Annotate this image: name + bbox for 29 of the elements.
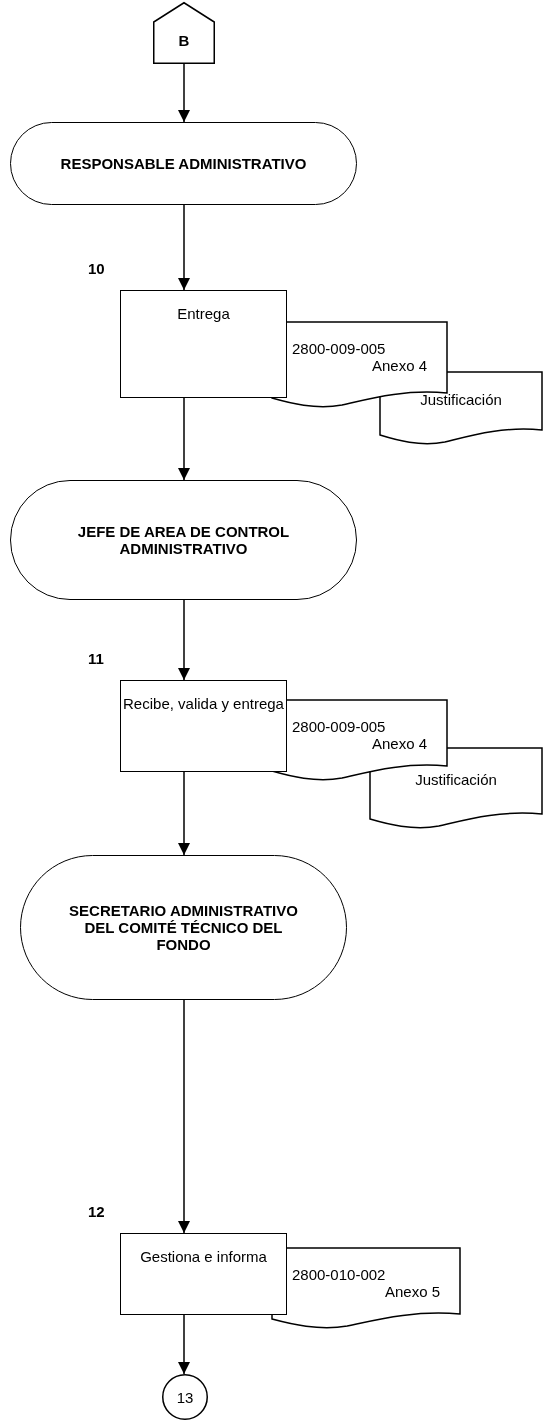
node-text: JEFE DE AREA DE CONTROL ADMINISTRATIVO xyxy=(76,523,291,557)
arrow xyxy=(178,397,190,481)
process-box xyxy=(120,1233,287,1315)
process-box xyxy=(120,680,287,772)
step-number: 10 xyxy=(88,260,105,277)
node-text: 2800-009-005 xyxy=(292,340,387,357)
node-text: Anexo 4 xyxy=(370,735,427,752)
node-text: SECRETARIO ADMINISTRATIVO DEL COMITÉ TÉCNICO DEL FONDO xyxy=(68,902,299,953)
node-text: B xyxy=(178,30,190,49)
node-text: RESPONSABLE ADMINISTRATIVO xyxy=(60,155,307,172)
arrow xyxy=(178,599,190,681)
node-text: Entrega xyxy=(177,305,230,322)
node-text: 13 xyxy=(176,1388,194,1406)
node-text: Justificación xyxy=(420,390,502,408)
node-text: Anexo 4 xyxy=(370,357,427,374)
arrow xyxy=(178,63,190,123)
node-text: Justificación xyxy=(415,770,497,788)
node-text: Recibe, valida y entrega xyxy=(123,695,284,712)
node-text: Gestiona e informa xyxy=(140,1248,267,1265)
node-text: 2800-009-005 xyxy=(292,718,387,735)
process-box xyxy=(120,290,287,398)
node-text: 2800-010-002 xyxy=(292,1266,387,1283)
arrow xyxy=(178,1314,190,1375)
arrow xyxy=(178,771,190,856)
arrow xyxy=(178,999,190,1234)
step-number: 11 xyxy=(88,650,104,667)
arrow xyxy=(178,204,190,291)
node-text: Anexo 5 xyxy=(383,1283,440,1300)
step-number: 12 xyxy=(88,1203,105,1220)
